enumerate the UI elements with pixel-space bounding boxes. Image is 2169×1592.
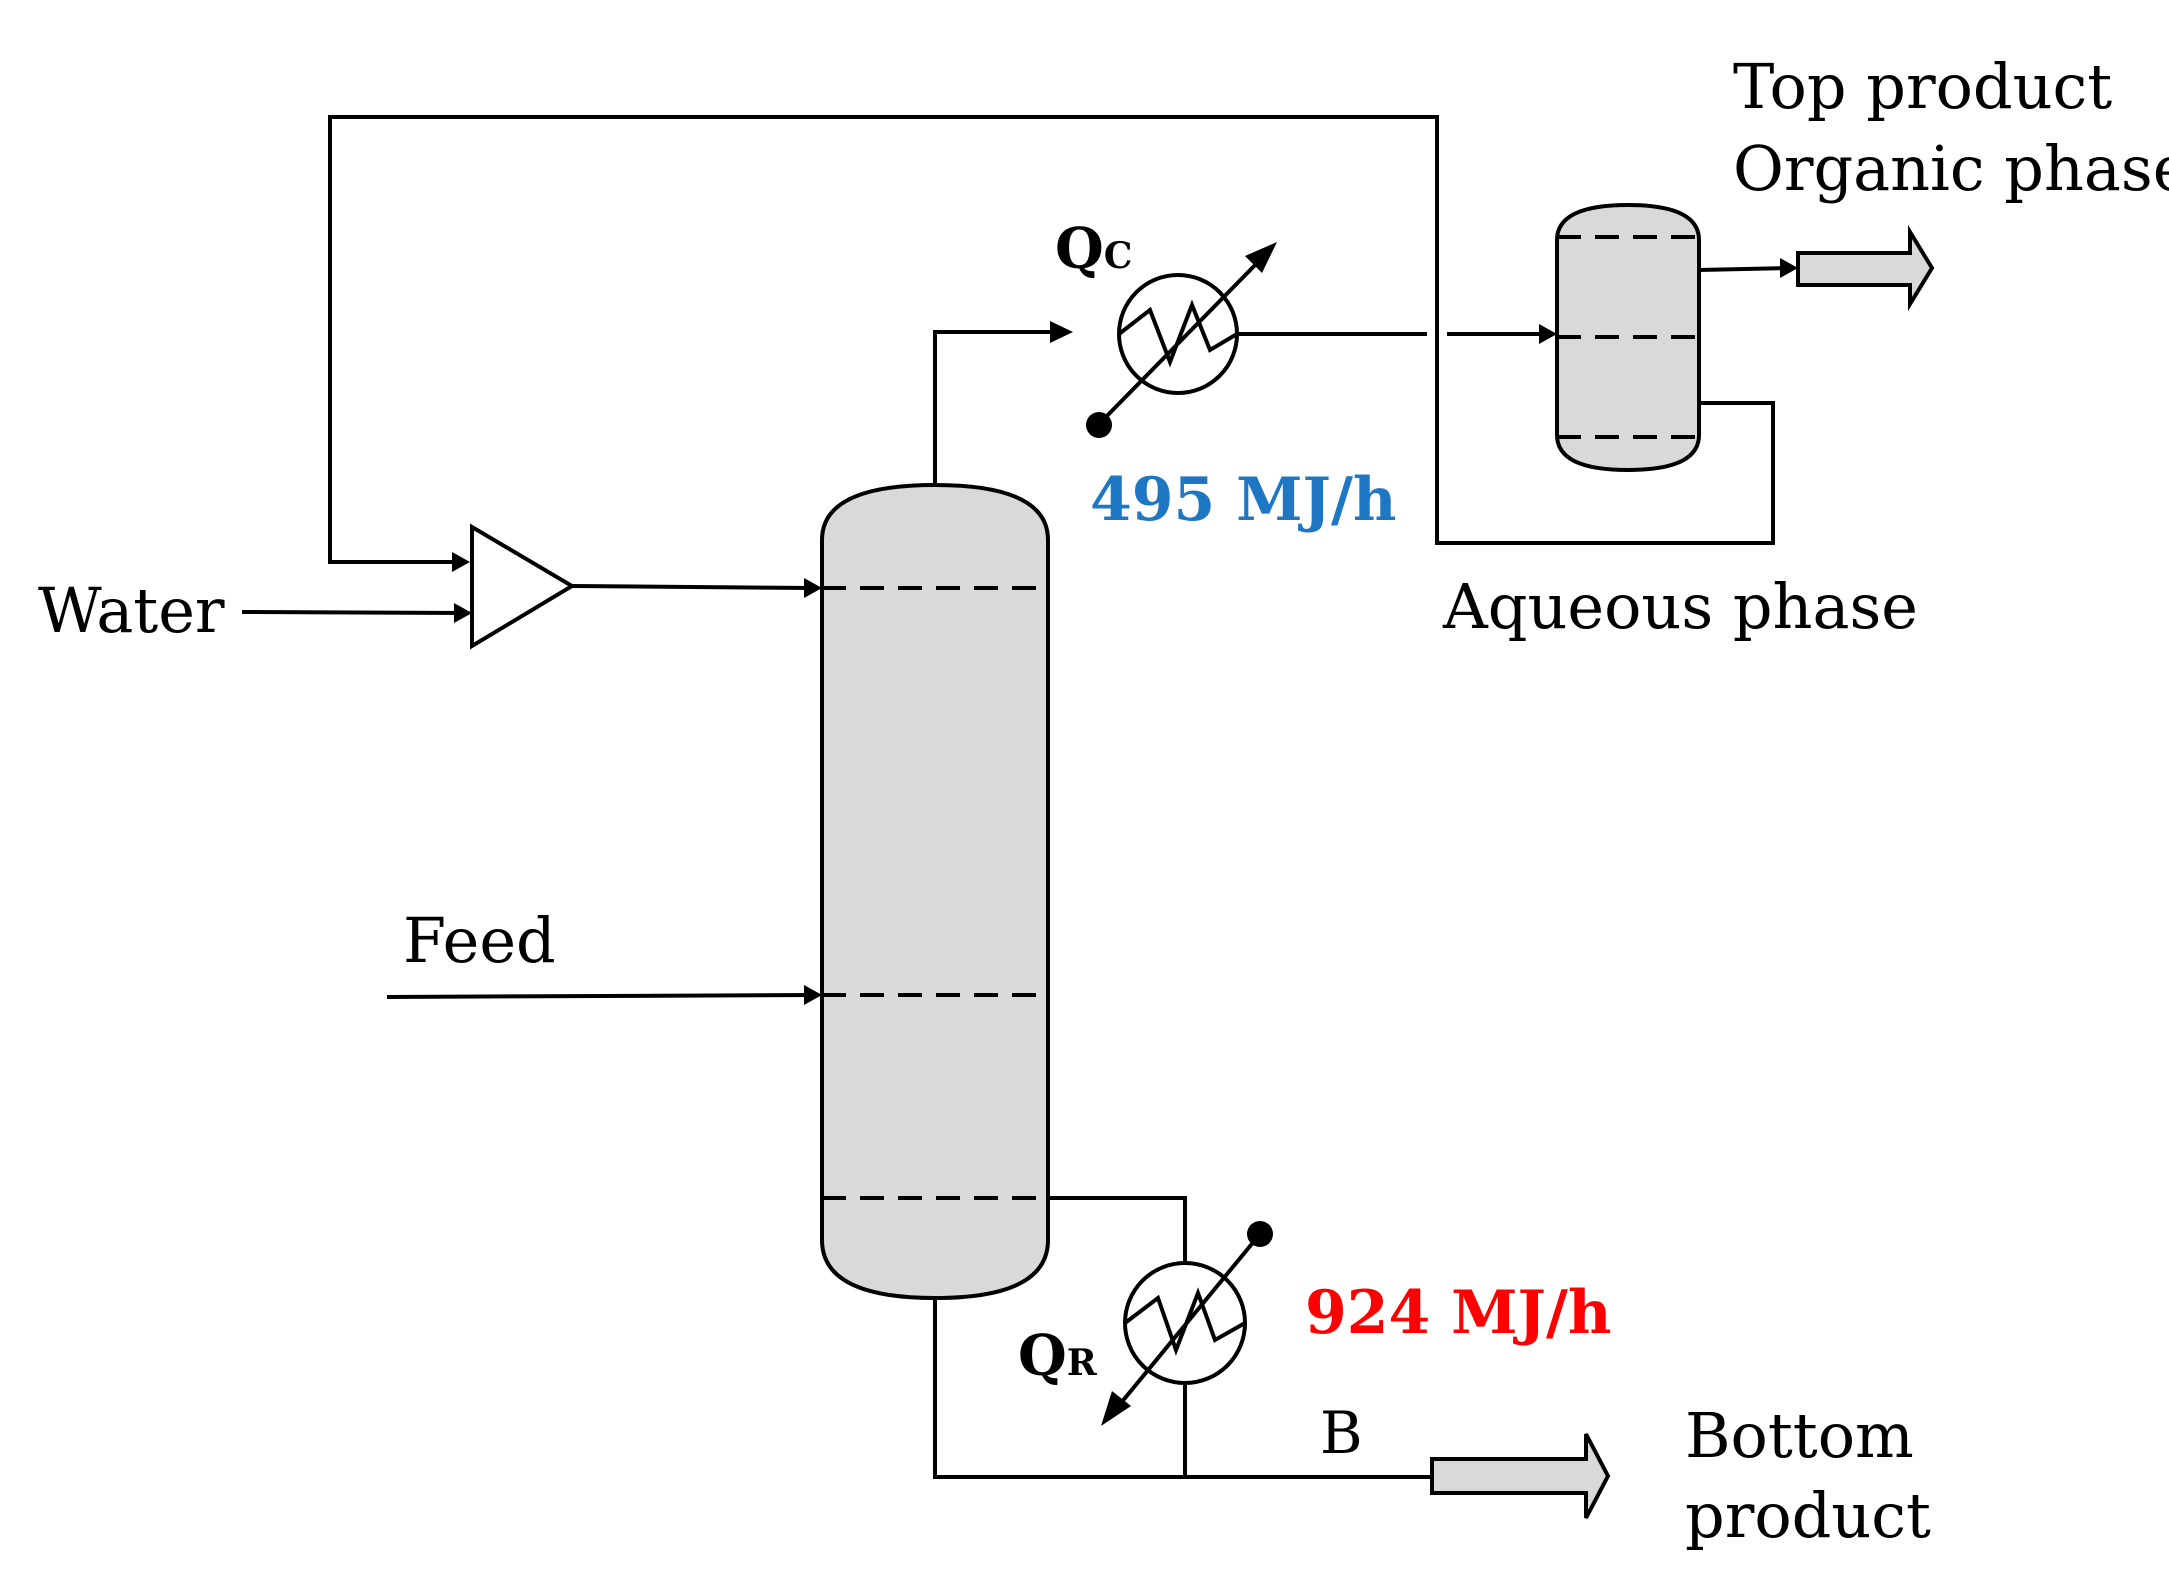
reboiler-duty: 924 MJ/h <box>1305 1278 1611 1348</box>
condenser-duty: 495 MJ/h <box>1090 465 1396 535</box>
mixer <box>470 523 576 650</box>
recycle-arrowhead <box>452 552 470 572</box>
condensate-stream <box>1237 324 1557 344</box>
reboiler-loop <box>933 1196 1432 1479</box>
qc-label: QC <box>1055 216 1132 282</box>
qr-label: QR <box>1018 1323 1098 1389</box>
feed-arrowhead <box>804 985 822 1005</box>
feed-stream <box>386 985 822 1005</box>
condenser-arrow-icon <box>1245 242 1277 273</box>
top-product-stream <box>1698 224 1935 312</box>
bottom-product-arrow-icon <box>1430 1433 1611 1519</box>
distillation-column <box>820 482 1050 1301</box>
reflux-stream <box>571 578 822 598</box>
top-product-arrow-icon <box>1796 224 1935 312</box>
vapor-arrowhead <box>1050 321 1073 343</box>
bottom-product-label-2: product <box>1685 1479 1931 1552</box>
reflux-arrowhead <box>804 578 822 598</box>
recycle-stream <box>328 115 1775 572</box>
aqueous-phase-label: Aqueous phase <box>1442 570 1918 643</box>
feed-label: Feed <box>403 904 556 977</box>
condensate-arrowhead <box>1539 324 1557 344</box>
organic-phase-label: Organic phase <box>1733 132 2169 205</box>
vapor-stream <box>933 321 1073 485</box>
reboiler-arrow-icon <box>1101 1391 1131 1426</box>
top-product-arrowhead <box>1780 258 1798 278</box>
condenser <box>1086 242 1277 438</box>
bottom-product-label: Bottom <box>1685 1399 1914 1472</box>
b-stream-label: B <box>1320 1399 1363 1467</box>
top-product-label: Top product <box>1733 50 2112 123</box>
reboiler <box>1101 1221 1273 1426</box>
water-label: Water <box>38 574 225 647</box>
decanter <box>1555 202 1701 473</box>
water-arrowhead <box>454 603 472 623</box>
water-stream <box>241 603 472 623</box>
